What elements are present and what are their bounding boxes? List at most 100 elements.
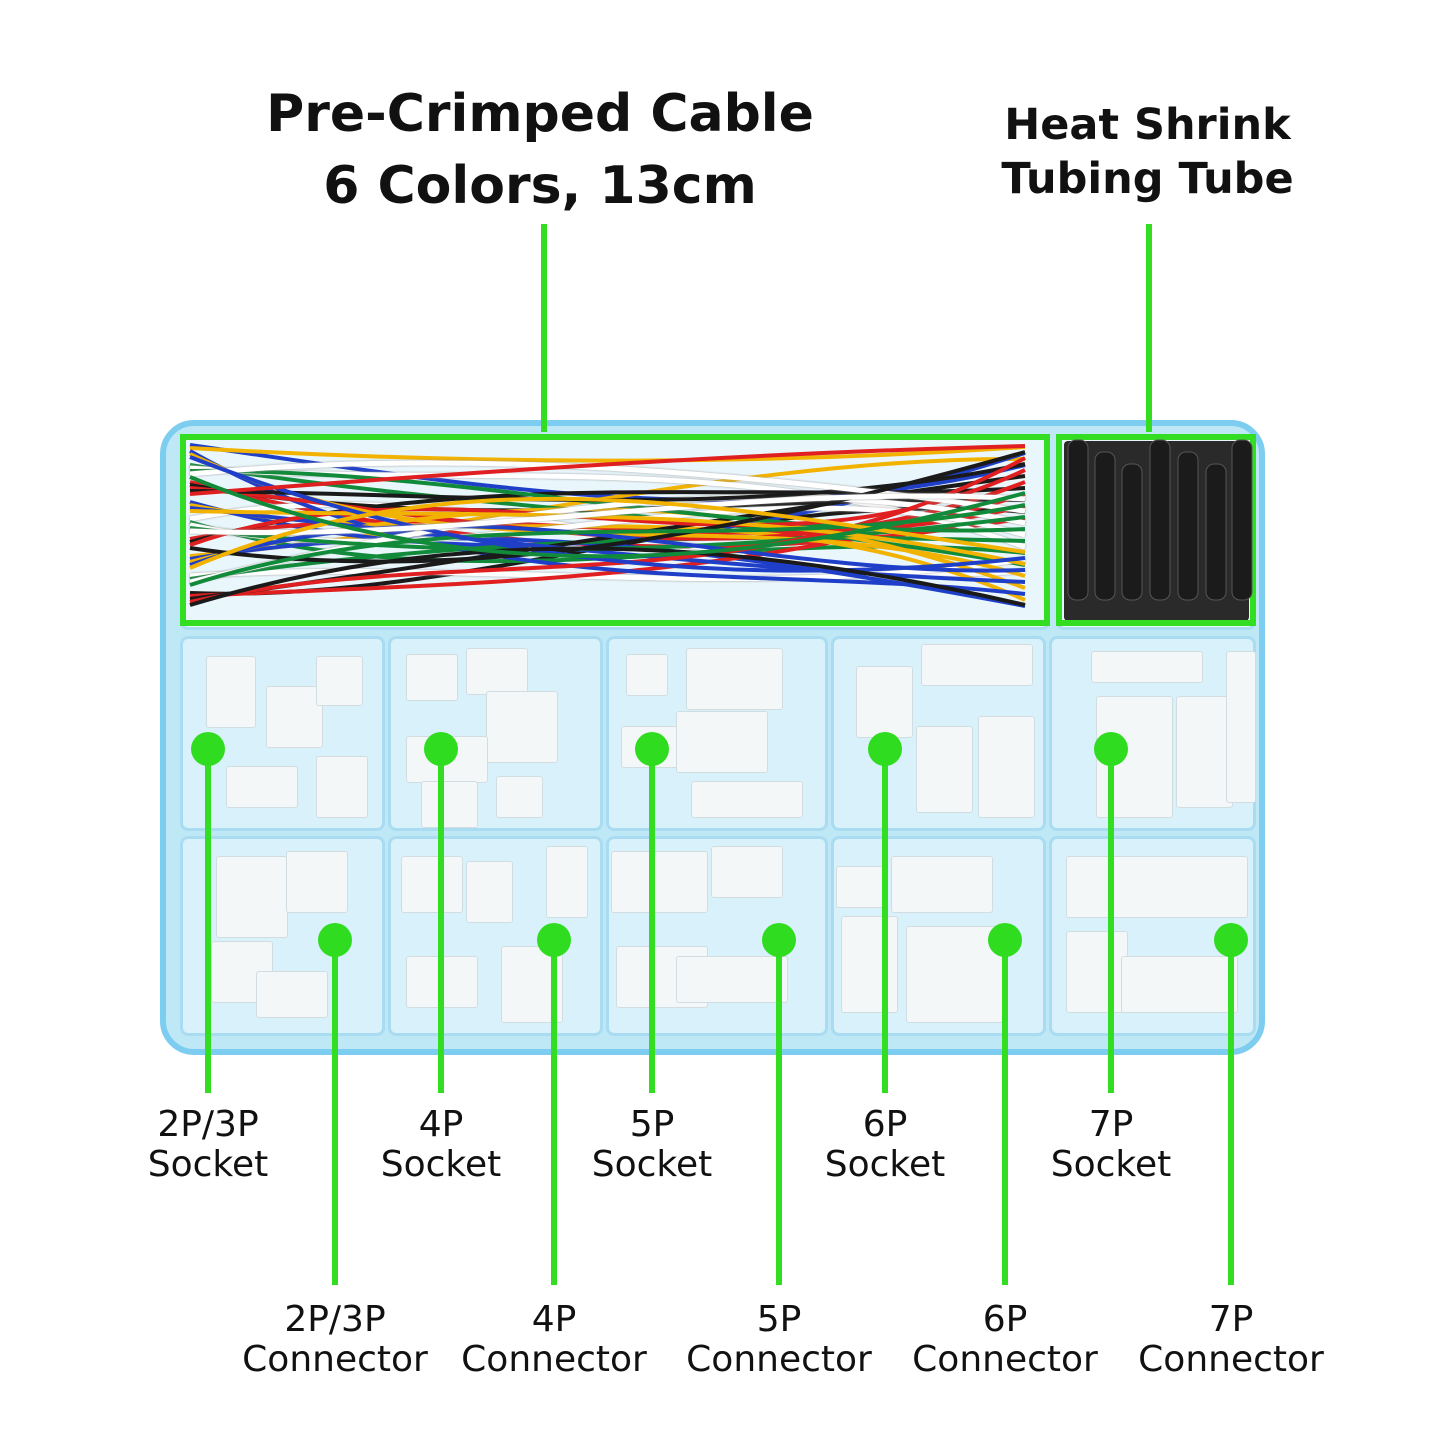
wire: [189, 493, 1026, 536]
wire: [189, 475, 1026, 559]
socket-part: [1091, 651, 1203, 683]
label-2p3p-connector: 2P/3P Connector: [205, 1300, 465, 1380]
label-7p-socket-line-2: Socket: [1050, 1144, 1172, 1185]
wire: [189, 449, 1026, 596]
connector-part: [286, 851, 348, 913]
wire: [189, 509, 1026, 566]
cable-title: Pre-Crimped Cable 6 Colors, 13cm: [230, 78, 850, 222]
socket-part: [691, 781, 803, 818]
label-2p3p-connector-line-1: 2P/3P: [284, 1299, 386, 1340]
label-6p-socket-line-1: 6P: [862, 1104, 908, 1145]
label-5p-connector-line-1: 5P: [756, 1299, 802, 1340]
connector-leader-7p: [1228, 940, 1234, 1285]
label-7p-connector: 7P Connector: [1101, 1300, 1361, 1380]
label-5p-socket-line-2: Socket: [591, 1144, 713, 1185]
connector-part: [1121, 956, 1238, 1013]
cable-title-line-1: Pre-Crimped Cable: [266, 84, 814, 144]
label-6p-connector: 6P Connector: [875, 1300, 1135, 1380]
label-2p3p-socket-line-1: 2P/3P: [157, 1104, 259, 1145]
wire: [189, 556, 1026, 582]
cable-highlight-frame: [180, 434, 1050, 626]
label-5p-connector-line-2: Connector: [686, 1339, 872, 1380]
tube-set: [1067, 439, 1253, 601]
connector-part: [256, 971, 328, 1018]
label-5p-socket-line-1: 5P: [629, 1104, 675, 1145]
connector-part: [401, 856, 463, 913]
connector-dot-4p: [537, 923, 571, 957]
wire: [189, 496, 1026, 570]
socket-part: [266, 686, 323, 748]
label-5p-connector: 5P Connector: [649, 1300, 909, 1380]
socket-dot-4p: [424, 732, 458, 766]
heat-shrink-tube: [1205, 463, 1227, 601]
socket-part: [686, 648, 783, 710]
socket-part: [226, 766, 298, 808]
connector-part: [216, 856, 288, 938]
cable-leader-line: [541, 224, 547, 432]
connector-dot-6p: [988, 923, 1022, 957]
tube-title-line-1: Heat Shrink: [1004, 100, 1291, 150]
socket-leader-4p: [438, 750, 444, 1093]
label-7p-connector-line-2: Connector: [1138, 1339, 1324, 1380]
wire: [189, 535, 1026, 581]
label-6p-socket-line-2: Socket: [824, 1144, 946, 1185]
connector-part: [711, 846, 783, 898]
cable-title-line-2: 6 Colors, 13cm: [323, 156, 757, 216]
socket-part: [921, 644, 1033, 686]
label-4p-connector: 4P Connector: [424, 1300, 684, 1380]
connector-leader-2p3p: [332, 940, 338, 1285]
heat-shrink-tube: [1121, 463, 1143, 601]
connector-dot-2p3p: [318, 923, 352, 957]
heat-shrink-tube: [1067, 439, 1089, 601]
connector-dot-7p: [1214, 923, 1248, 957]
tube-highlight-frame: [1056, 434, 1256, 626]
socket-part: [1176, 696, 1233, 808]
label-4p-socket: 4P Socket: [311, 1105, 571, 1185]
socket-leader-2p3p: [205, 750, 211, 1093]
wire: [189, 546, 1026, 607]
socket-part: [916, 726, 973, 813]
heat-shrink-tube: [1149, 439, 1171, 601]
socket-dot-2p3p: [191, 732, 225, 766]
label-4p-connector-line-2: Connector: [461, 1339, 647, 1380]
connector-part: [841, 916, 898, 1013]
wire: [189, 450, 1026, 564]
socket-dot-7p: [1094, 732, 1128, 766]
label-4p-socket-line-2: Socket: [380, 1144, 502, 1185]
socket-part: [856, 666, 913, 738]
connector-part: [466, 861, 513, 923]
tube-title: Heat Shrink Tubing Tube: [985, 98, 1310, 206]
socket-part: [486, 691, 558, 763]
wire: [189, 445, 1026, 463]
socket-part: [406, 654, 458, 701]
connector-dot-5p: [762, 923, 796, 957]
label-6p-connector-line-2: Connector: [912, 1339, 1098, 1380]
label-6p-connector-line-1: 6P: [982, 1299, 1028, 1340]
wire-bundle: [189, 443, 1026, 608]
wire: [189, 456, 1026, 604]
socket-part: [206, 656, 256, 728]
label-4p-socket-line-1: 4P: [418, 1104, 464, 1145]
label-2p3p-connector-line-2: Connector: [242, 1339, 428, 1380]
socket-part: [316, 756, 368, 818]
connector-leader-5p: [776, 940, 782, 1285]
socket-part: [496, 776, 543, 818]
wire: [189, 506, 1026, 584]
wire: [189, 492, 1026, 598]
socket-part: [316, 656, 363, 706]
heat-shrink-tube: [1094, 451, 1116, 601]
socket-dot-6p: [868, 732, 902, 766]
connector-part: [836, 866, 888, 908]
connector-part: [676, 956, 788, 1003]
socket-dot-5p: [635, 732, 669, 766]
label-2p3p-socket-line-2: Socket: [147, 1144, 269, 1185]
label-7p-socket-line-1: 7P: [1088, 1104, 1134, 1145]
socket-part: [676, 711, 768, 773]
heat-shrink-tube: [1231, 439, 1253, 601]
connector-leader-6p: [1002, 940, 1008, 1285]
label-4p-connector-line-1: 4P: [531, 1299, 577, 1340]
wire: [189, 444, 1026, 496]
connector-part: [546, 846, 588, 918]
